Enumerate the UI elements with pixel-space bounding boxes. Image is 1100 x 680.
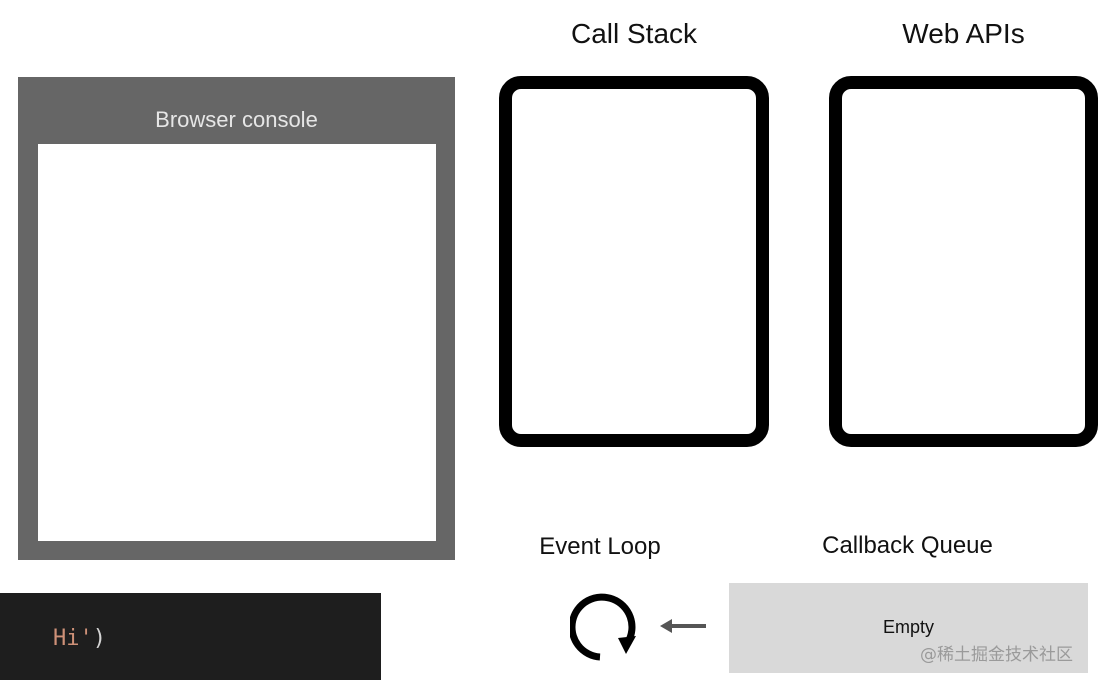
watermark: @稀土掘金技术社区 — [920, 645, 1073, 665]
code-token: Hi' — [52, 626, 93, 651]
browser-console-title: Browser console — [155, 107, 318, 132]
code-line-2: nction cb1() { — [0, 663, 238, 680]
browser-console-output — [38, 144, 436, 541]
web-apis-title: Web APIs — [902, 18, 1025, 49]
event-loop-title: Event Loop — [539, 533, 661, 560]
call-stack-box — [499, 76, 769, 447]
callback-queue-status: Empty — [882, 617, 934, 637]
refresh-loop-icon — [568, 592, 642, 664]
callback-queue-box: Empty — [729, 583, 1088, 673]
browser-console-panel: Browser console — [18, 77, 455, 560]
arrow-left-icon — [658, 616, 708, 636]
code-editor-panel: Hi') nction cb1() { — [0, 593, 381, 680]
web-apis-box — [829, 76, 1098, 447]
code-line-1: Hi') — [0, 601, 106, 676]
code-token: ) — [92, 626, 106, 651]
call-stack-title: Call Stack — [570, 18, 698, 49]
callback-queue-title: Callback Queue — [822, 532, 993, 559]
